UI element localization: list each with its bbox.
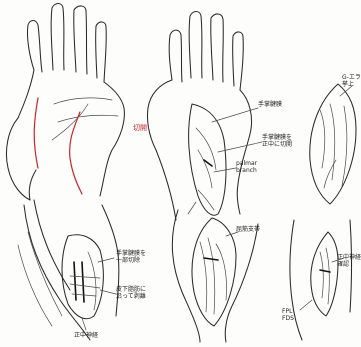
annotation-incision: 切開 [133, 125, 147, 132]
sketch-incision-5 [18, 200, 119, 340]
sketch-hand-1 [6, 4, 124, 201]
annotation-partial-resection: 手掌腱膜を 一部切除 [116, 250, 146, 264]
sketch-incision-4 [310, 84, 356, 204]
annotation-dissection: 皮下脂肪に 沿って剥離 [116, 286, 146, 300]
annotation-palmar-branch: palmar branch [236, 160, 257, 174]
annotation-aponeurosis-incision: 手掌腱膜を 正中に切開 [262, 134, 292, 148]
annotation-palmar-aponeurosis: 手掌腱膜 [258, 101, 282, 108]
annotation-fpl-fds: FPL FDS [282, 308, 294, 322]
sketch-incision-7 [290, 220, 352, 340]
annotation-flap-elevation: G-エラ 挙上 [342, 74, 361, 88]
annotation-median-nerve-1: 正中神経 [74, 332, 98, 339]
annotation-median-nerve-2: 正中神経 確認 [337, 254, 361, 268]
sketch-hand-2 [147, 12, 262, 221]
annotation-flexor-retinaculum: 屈筋支帯 [236, 226, 260, 233]
